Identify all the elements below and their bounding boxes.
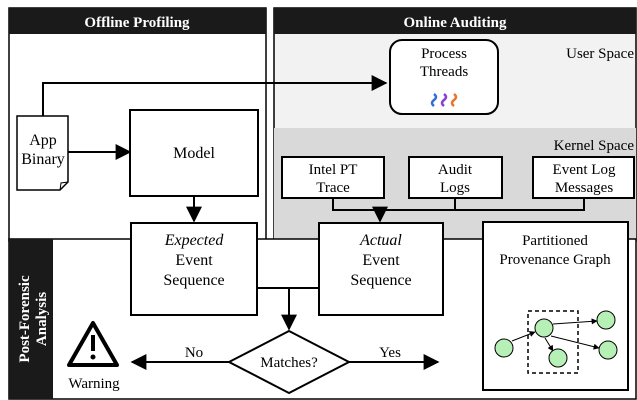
- graph-node-c: [548, 348, 568, 368]
- expected-line1: Expected: [164, 232, 225, 249]
- user-space-label: User Space: [566, 46, 634, 62]
- partition-boundary: [527, 310, 579, 374]
- graph-node-e: [598, 340, 618, 360]
- audit-logs-line1: Audit: [438, 162, 473, 178]
- graph-node-d: [596, 310, 616, 330]
- expected-sequence-node: Expected Event Sequence: [130, 222, 258, 316]
- threads-icon: [430, 93, 458, 107]
- intel-pt-line1: Intel PT: [309, 162, 358, 178]
- actual-line2: Event: [362, 252, 400, 269]
- warning-icon: [67, 321, 119, 367]
- event-log-line1: Event Log: [553, 162, 616, 178]
- binary-to-threads-arrow: [42, 75, 388, 116]
- expected-line3: Sequence: [163, 272, 224, 289]
- process-threads-line1: Process: [421, 46, 467, 62]
- matches-label: Matches?: [260, 355, 318, 371]
- post-forensic-header-bar: [9, 239, 53, 399]
- post-forensic-title-line1: Post-Forensic: [17, 275, 33, 363]
- yes-label: Yes: [379, 345, 401, 361]
- intel-pt-trace-node: Intel PT Trace: [281, 156, 385, 199]
- audit-logs-node: Audit Logs: [408, 156, 503, 199]
- app-binary-line2: Binary: [21, 151, 65, 168]
- provenance-line2: Provenance Graph: [499, 252, 611, 268]
- kernel-space-label: Kernel Space: [554, 138, 635, 154]
- app-binary-line1: App: [29, 132, 57, 149]
- actual-line3: Sequence: [350, 272, 411, 289]
- actual-sequence-node: Actual Event Sequence: [318, 222, 444, 316]
- model-node: Model: [129, 109, 259, 197]
- audit-logs-line2: Logs: [440, 180, 470, 196]
- process-threads-node: Process Threads: [389, 39, 499, 115]
- provenance-graph-node: Partitioned Provenance Graph: [482, 221, 629, 391]
- event-log-messages-node: Event Log Messages: [532, 156, 635, 199]
- offline-panel-title: Offline Profiling: [84, 15, 190, 31]
- matches-decision-node: Matches?: [226, 329, 352, 395]
- warning-label: Warning: [68, 376, 120, 392]
- no-label: No: [185, 345, 203, 361]
- actual-line1: Actual: [359, 232, 402, 249]
- online-header-bar: [274, 8, 636, 34]
- graph-node-b: [534, 318, 554, 338]
- online-panel-title: Online Auditing: [404, 15, 507, 31]
- expected-line2: Event: [175, 252, 213, 269]
- offline-header-bar: [9, 8, 266, 34]
- post-forensic-title-line2: Analysis: [34, 292, 50, 346]
- event-log-line2: Messages: [555, 180, 613, 196]
- model-label: Model: [173, 145, 215, 162]
- intel-pt-line2: Trace: [316, 180, 350, 196]
- warning-node: Warning: [67, 321, 120, 392]
- graph-node-a: [494, 338, 514, 358]
- process-threads-line2: Threads: [420, 64, 468, 80]
- connectors: [42, 75, 585, 370]
- provenance-line1: Partitioned: [522, 233, 588, 249]
- app-binary-node: App Binary: [16, 115, 69, 191]
- provenance-edges: [511, 318, 600, 352]
